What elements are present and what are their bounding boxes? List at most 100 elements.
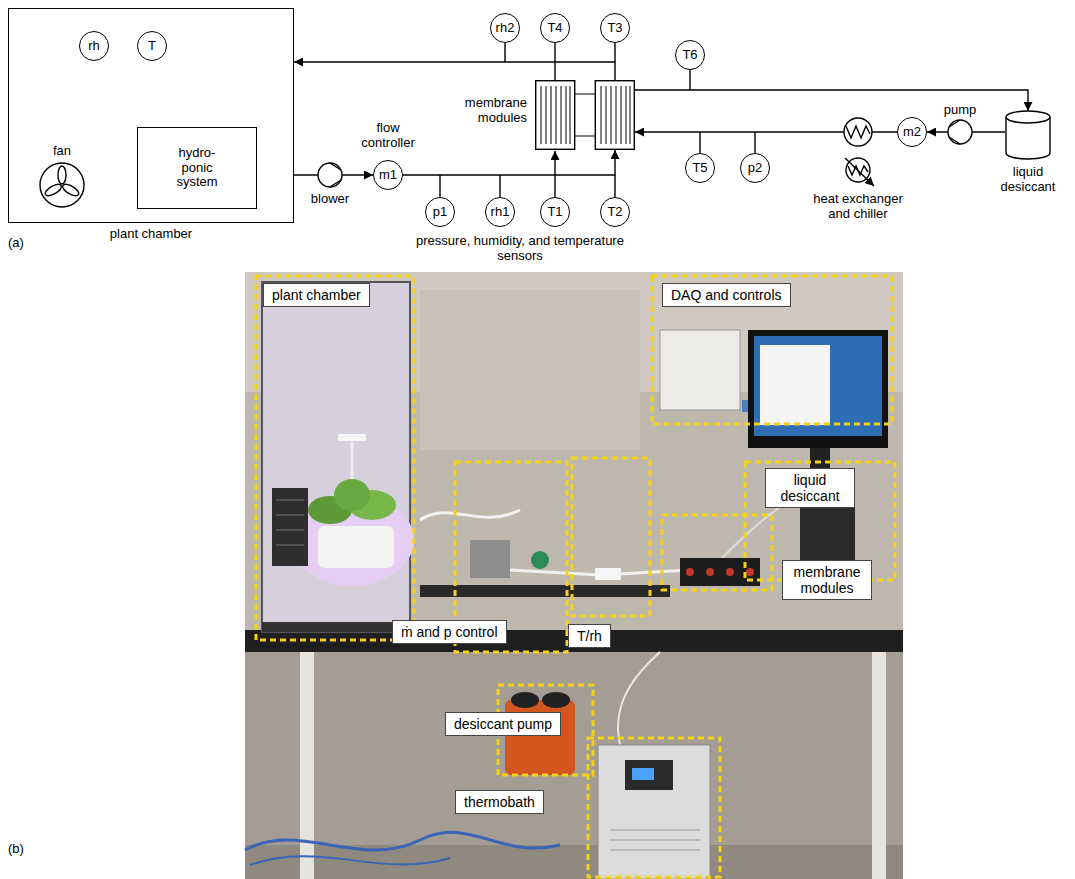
part-label: pump	[935, 103, 985, 118]
node-text: membrane modules	[791, 564, 863, 596]
highlight-frame	[256, 276, 895, 877]
plant-chamber-photo	[272, 488, 308, 566]
node-heading: liquid desiccant	[993, 165, 1063, 195]
membrane-module-drawing	[630, 86, 631, 144]
sensor-circle: T1	[540, 197, 570, 227]
sensor-circle: p2	[740, 153, 770, 183]
membrane-module-drawing	[611, 86, 612, 144]
desiccant-tank: liquid desiccant	[1005, 110, 1051, 160]
part-label: heat exchanger and chiller	[808, 192, 908, 222]
pump-and-thermobath	[632, 768, 654, 780]
plant-chamber-photo	[276, 515, 304, 516]
membrane-module-drawing	[606, 86, 607, 144]
photo-label: membrane modules	[782, 560, 872, 600]
node-text: T2	[607, 205, 622, 220]
node-text: T3	[607, 21, 622, 36]
sensor-stub	[554, 151, 555, 175]
sensor-circle: rh1	[485, 197, 515, 227]
sensor-stub	[699, 132, 700, 153]
fan-symbol	[40, 163, 84, 207]
blower-symbol	[318, 163, 342, 187]
node-text: desiccant pump	[454, 716, 552, 732]
pump-symbol	[948, 120, 972, 144]
sensor-stub	[554, 43, 555, 80]
membrane-module-drawing	[541, 86, 542, 144]
flow-controller-circle: m2	[897, 117, 927, 147]
photo-background	[420, 290, 640, 450]
node-text: p1	[433, 205, 447, 220]
sensor-circle: T2	[600, 197, 630, 227]
sensor-stub	[614, 43, 615, 62]
plant-chamber-photo	[262, 622, 412, 632]
node-text: hydro- ponic system	[169, 146, 225, 191]
membrane-module-drawing	[556, 86, 557, 144]
pump-and-thermobath	[511, 692, 539, 708]
plant-chamber-box: plant chamberrhThydro- ponic system	[8, 8, 294, 223]
sensor-stub	[440, 43, 755, 197]
node-text: T4	[547, 21, 562, 36]
photo-label: ṁ and p control	[392, 620, 507, 644]
sensor-stub	[504, 43, 505, 62]
bench-equipment	[686, 568, 694, 576]
membrane-module-drawing	[546, 86, 547, 144]
sensor-circle: T6	[675, 40, 705, 70]
pump-and-thermobath	[610, 840, 700, 841]
photo-background	[250, 856, 450, 865]
fan-symbol	[58, 166, 66, 184]
highlight-frame	[662, 515, 772, 590]
sensor-circle: T	[137, 31, 167, 61]
desiccant-tank-drawing	[1006, 111, 1050, 123]
sensor-circle: rh2	[490, 13, 520, 43]
node-text: p2	[748, 161, 762, 176]
membrane-module-drawing	[616, 86, 617, 144]
photo-label: T/rh	[568, 624, 611, 648]
pump-and-thermobath	[598, 745, 710, 879]
pump-symbol	[949, 120, 960, 144]
photo-background	[245, 272, 903, 879]
membrane-module-drawing	[536, 81, 575, 150]
blower-symbol	[330, 163, 341, 187]
highlight-frame	[588, 738, 720, 877]
pump-and-thermobath	[610, 850, 700, 851]
photo-background	[245, 652, 903, 879]
membrane-module-drawing	[601, 86, 602, 144]
node-text: T	[148, 39, 156, 54]
hydroponic-box: hydro- ponic system	[137, 127, 257, 209]
plant-chamber-photo	[276, 530, 304, 531]
sensor-circle: p1	[425, 197, 455, 227]
plant-chamber-photo	[334, 479, 370, 511]
fan-symbol	[44, 182, 64, 198]
flow-connector	[294, 62, 615, 80]
pump-and-thermobath	[625, 760, 673, 790]
sensor-circle: rh	[79, 31, 109, 61]
part-label: pressure, humidity, and temperature sens…	[400, 234, 640, 264]
part-label: fan	[37, 144, 87, 159]
bench-equipment	[746, 568, 754, 576]
pump-and-thermobath	[618, 652, 660, 745]
bench-equipment	[420, 585, 670, 597]
flow-connector	[403, 150, 615, 175]
sensor-circle: T4	[540, 13, 570, 43]
pump-and-thermobath	[505, 652, 710, 879]
highlight-frame	[572, 458, 650, 616]
highlight-frame	[256, 276, 414, 640]
daq-and-monitor	[748, 330, 888, 448]
bench-equipment	[595, 568, 621, 580]
node-heading: plant chamber	[0, 227, 305, 242]
node-text: m1	[379, 168, 397, 183]
node-text: thermobath	[464, 794, 535, 810]
bench-equipment	[706, 568, 714, 576]
node-text: T5	[692, 161, 707, 176]
sensor-stub	[754, 132, 755, 153]
membrane-module-drawing	[541, 86, 630, 144]
node-text: T6	[682, 48, 697, 63]
bench-equipment	[680, 558, 760, 586]
pump-and-thermobath	[542, 692, 570, 708]
node-text: plant chamber	[272, 287, 361, 303]
photo-background	[245, 272, 903, 879]
part-label: flow controller	[356, 121, 420, 151]
pump-symbol	[948, 120, 972, 144]
membrane-module-drawing	[561, 86, 562, 144]
node-text: m2	[903, 125, 921, 140]
photo-label: liquid desiccant	[765, 468, 855, 508]
